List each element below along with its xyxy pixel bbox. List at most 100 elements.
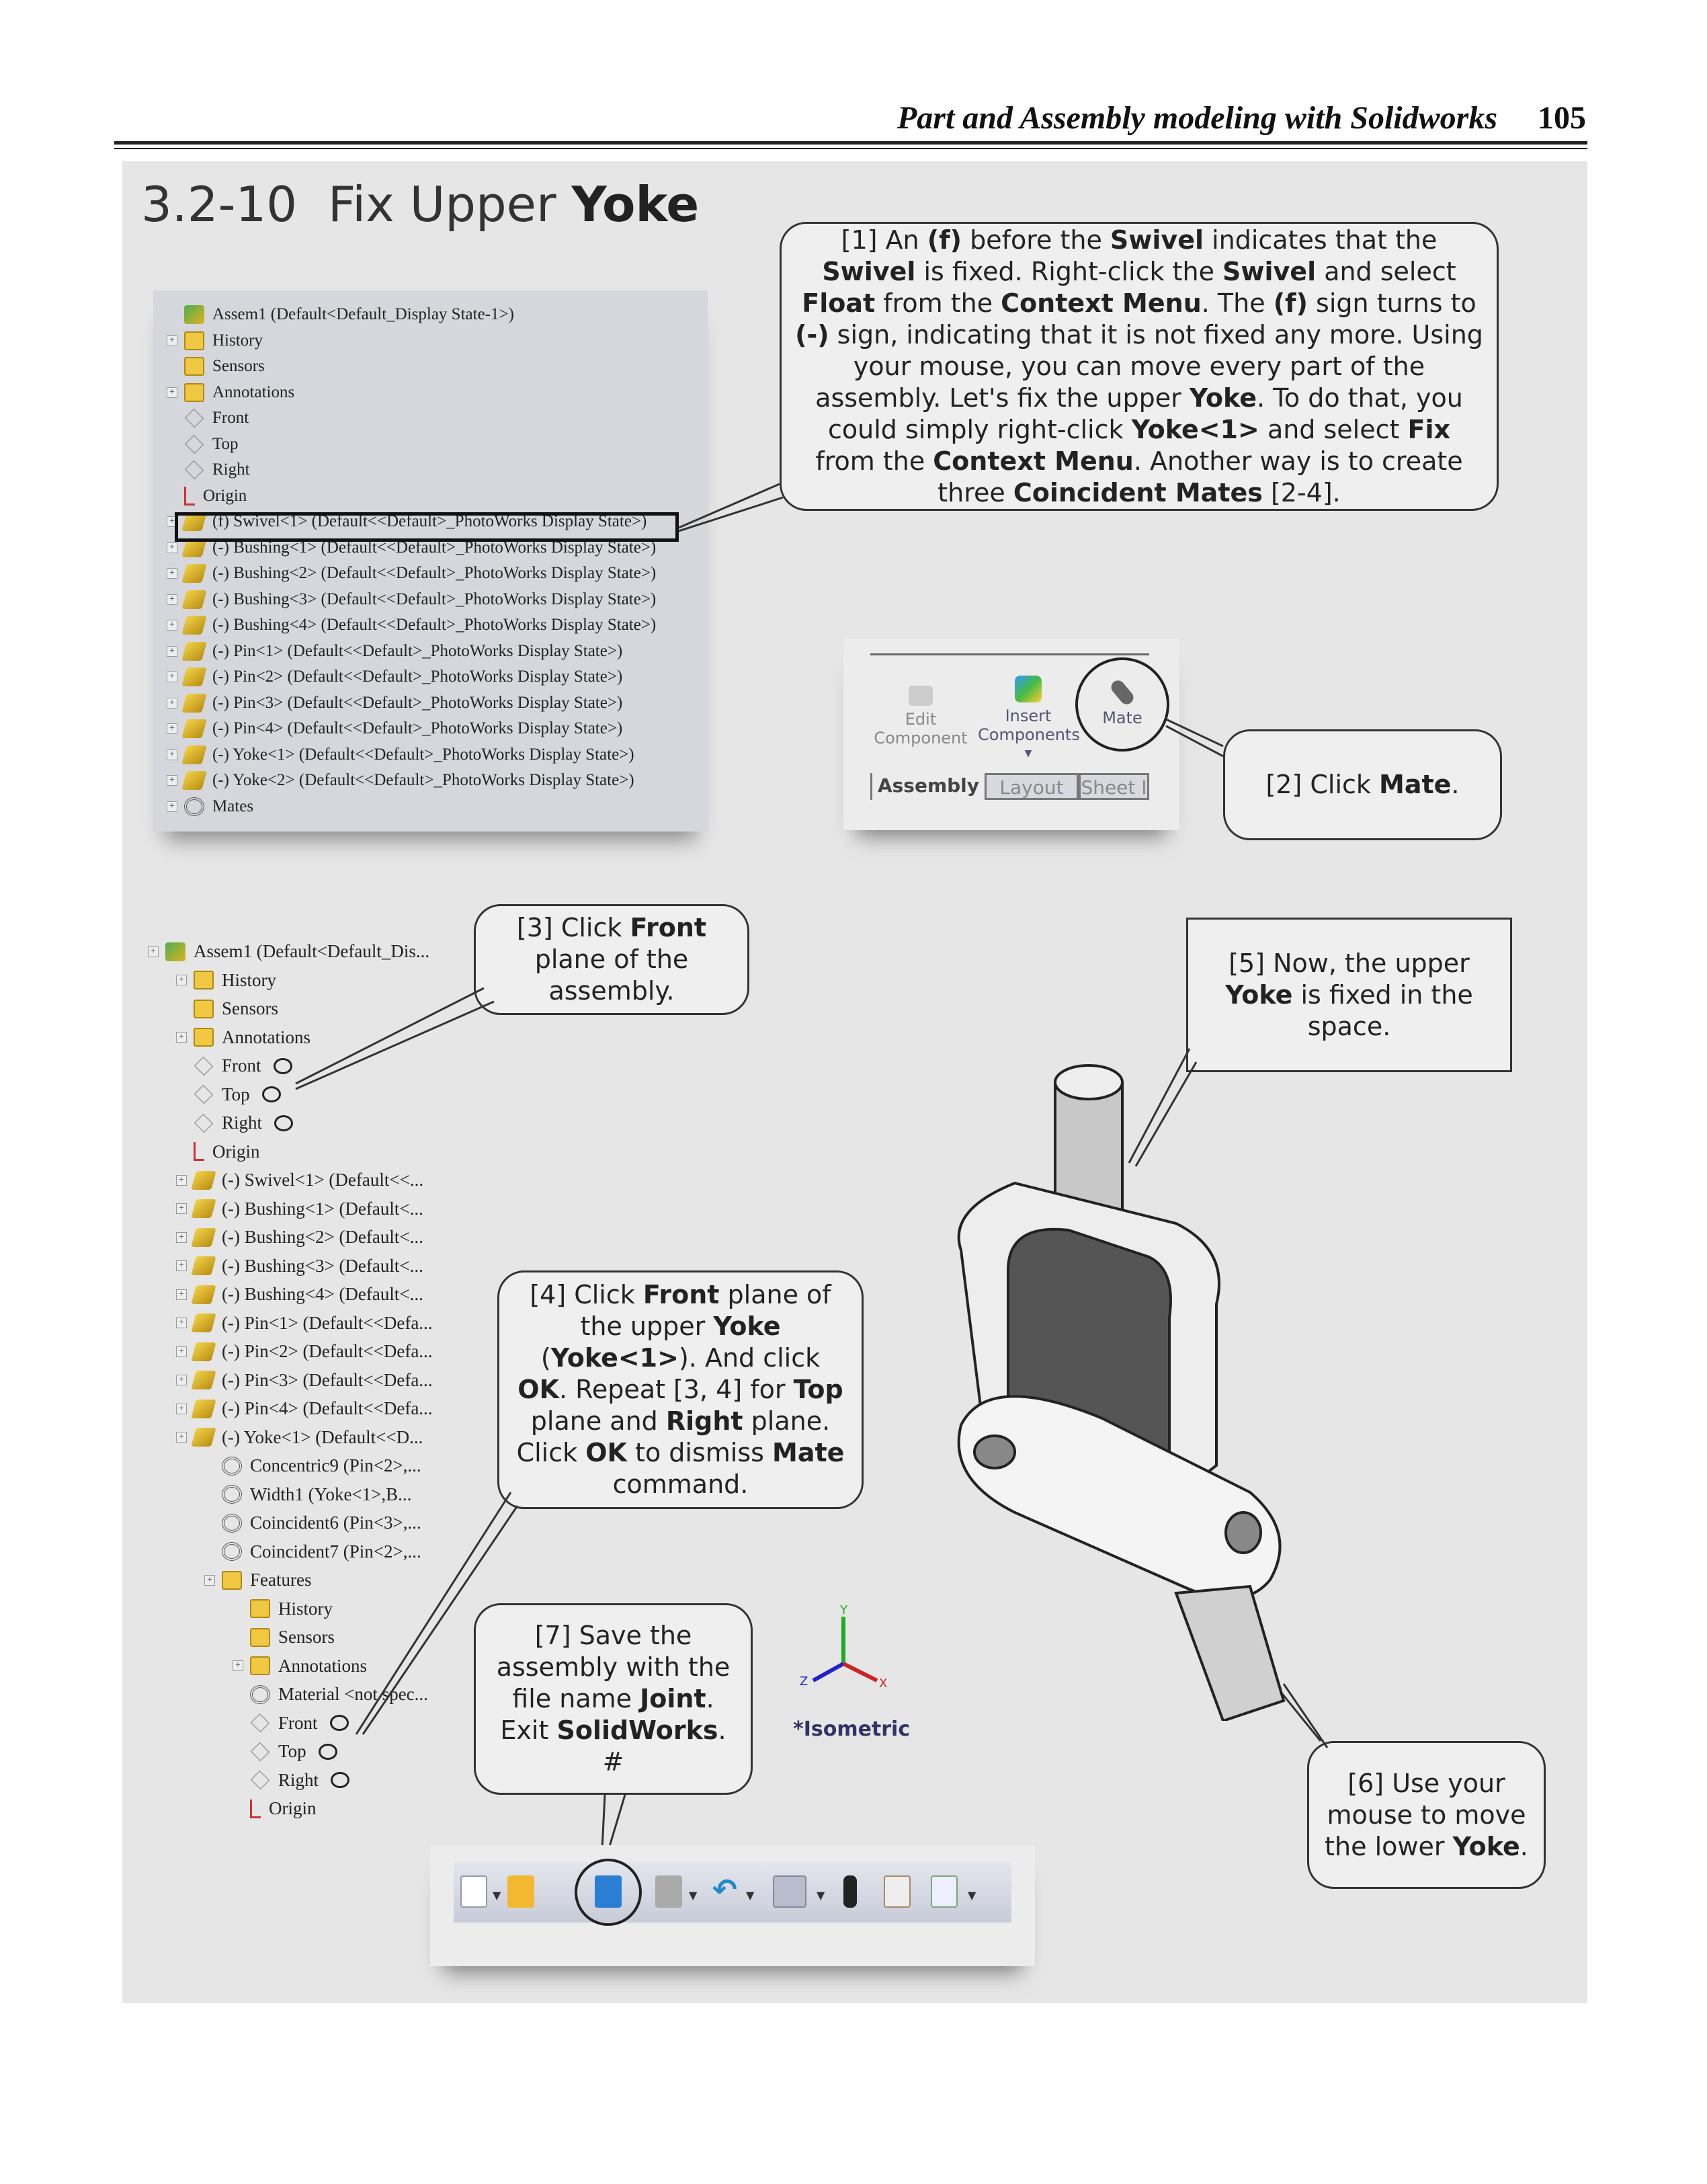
tree-item[interactable]: + Assem1 (Default<Default_Dis... [148, 941, 429, 962]
tree-item[interactable]: +(-) Yoke<1> (Default<<D... [176, 1427, 423, 1448]
tree-item[interactable]: +(-) Bushing<2> (Default<<Default>_Photo… [167, 564, 656, 583]
tree-item[interactable]: +(-) Pin<2> (Default<<Defa... [176, 1341, 433, 1362]
undo-icon[interactable]: ↶ [712, 1873, 737, 1907]
expand-toggle[interactable]: + [176, 1231, 187, 1243]
tree-item[interactable]: Origin [176, 1141, 260, 1162]
expand-toggle[interactable]: + [176, 1032, 187, 1043]
expand-toggle[interactable]: + [167, 542, 177, 553]
expand-toggle[interactable]: + [167, 594, 177, 605]
tree-item[interactable]: +(-) Bushing<4> (Default<... [176, 1284, 423, 1305]
tree-item[interactable]: Right [167, 460, 250, 480]
tree-item[interactable]: +(-) Pin<4> (Default<<Defa... [176, 1398, 433, 1419]
tree-item[interactable]: +(-) Pin<1> (Default<<Default>_PhotoWork… [167, 641, 622, 661]
tree-item[interactable]: +(-) Pin<3> (Default<<Default>_PhotoWork… [167, 693, 622, 713]
tree-item[interactable]: Coincident7 (Pin<2>,... [204, 1541, 421, 1562]
expand-toggle[interactable]: + [167, 387, 177, 398]
tree-item[interactable]: Concentric9 (Pin<2>,... [204, 1455, 421, 1476]
expand-toggle[interactable]: + [167, 723, 177, 734]
print-icon[interactable] [655, 1875, 682, 1908]
tree-item[interactable]: +(-) Pin<2> (Default<<Default>_PhotoWork… [167, 668, 622, 686]
tree-item[interactable]: +History [176, 970, 276, 991]
tree-item[interactable]: Top [167, 434, 239, 454]
tree-item[interactable]: Width1 (Yoke<1>,B... [204, 1484, 411, 1505]
tree-item[interactable]: +Annotations [233, 1656, 367, 1676]
expand-toggle[interactable]: + [167, 672, 177, 682]
expand-toggle[interactable]: + [167, 801, 177, 812]
tree-item[interactable]: Sensors [176, 998, 278, 1019]
tree-item[interactable]: Origin [233, 1798, 317, 1819]
tree-item[interactable]: +History [167, 331, 263, 350]
tree-item[interactable]: +(-) Bushing<2> (Default<... [176, 1227, 423, 1248]
file-properties-icon[interactable] [884, 1875, 911, 1908]
tree-item[interactable]: Sensors [233, 1627, 335, 1648]
expand-toggle[interactable]: + [176, 1346, 187, 1357]
tree-item[interactable]: Material <not spec... [233, 1684, 428, 1705]
mate-icon [222, 1485, 242, 1504]
expand-toggle[interactable]: + [233, 1660, 243, 1671]
tree-item[interactable]: +(-) Pin<3> (Default<<Defa... [176, 1370, 433, 1391]
new-document-icon[interactable] [460, 1875, 487, 1908]
tree-item[interactable]: Origin [167, 486, 247, 505]
tree-item-label: (-) Pin<1> (Default<<Defa... [222, 1312, 433, 1333]
expand-toggle[interactable]: + [176, 1318, 187, 1328]
tab-sheet[interactable]: Sheet I [1079, 773, 1149, 800]
insert-components-button[interactable]: Insert Components▼ [978, 676, 1080, 763]
tree-item[interactable]: Right [233, 1770, 350, 1791]
tree-item[interactable]: Top [176, 1084, 281, 1105]
tree-item[interactable]: +(-) Bushing<3> (Default<... [176, 1256, 423, 1277]
expand-toggle[interactable]: + [176, 1403, 187, 1414]
expand-toggle[interactable]: + [176, 1289, 187, 1300]
tree-item[interactable]: Right [176, 1113, 294, 1133]
select-pointer-icon[interactable] [773, 1875, 806, 1908]
tree-item[interactable]: + (-) Pin<1> (Default<<Defa... [176, 1313, 433, 1334]
tree-item[interactable]: +Mates [167, 797, 253, 816]
folder-icon [184, 382, 204, 402]
tree-item[interactable]: +(-) Bushing<1> (Default<... [176, 1199, 423, 1219]
callout-text: from the [875, 288, 1001, 318]
expand-toggle[interactable]: + [176, 1375, 187, 1385]
tree-item[interactable]: +(-) Swivel<1> (Default<<... [176, 1170, 423, 1190]
expand-toggle[interactable]: + [167, 645, 177, 657]
tree-item[interactable]: +(-) Yoke<1> (Default<<Default>_PhotoWor… [167, 745, 634, 764]
tree-item-label: Sensors [278, 1627, 335, 1647]
expand-toggle[interactable]: + [167, 697, 177, 709]
selection-circle [318, 1743, 337, 1760]
expand-toggle[interactable]: + [167, 620, 177, 631]
expand-toggle[interactable]: + [176, 975, 187, 985]
tree-item[interactable]: +(-) Yoke<2> (Default<<Default>_PhotoWor… [167, 771, 634, 790]
rebuild-traffic-light-icon[interactable] [843, 1875, 857, 1908]
mate-button[interactable]: Mate [1075, 657, 1169, 752]
options-icon[interactable] [931, 1875, 958, 1908]
expand-toggle[interactable]: + [167, 775, 177, 786]
tree-item[interactable]: Front [233, 1713, 349, 1734]
tab-layout[interactable]: Layout [985, 773, 1079, 800]
tree-item[interactable]: Front [176, 1055, 292, 1076]
tree-item[interactable]: History [233, 1599, 333, 1619]
tree-item[interactable]: Sensors [167, 357, 265, 376]
expand-toggle[interactable]: + [176, 1174, 187, 1186]
expand-toggle[interactable]: + [176, 1203, 187, 1214]
tree-item[interactable]: +(-) Bushing<3> (Default<<Default>_Photo… [167, 590, 656, 609]
tree-item[interactable]: +Annotations [167, 382, 294, 402]
tree-item[interactable]: +(-) Bushing<4> (Default<<Default>_Photo… [167, 616, 656, 635]
expand-toggle[interactable]: + [176, 1260, 187, 1271]
expand-toggle[interactable]: + [167, 335, 177, 346]
expand-toggle[interactable]: + [204, 1574, 215, 1586]
expand-toggle[interactable]: + [167, 749, 177, 760]
tree-item-label: Features [250, 1570, 312, 1590]
open-folder-icon[interactable] [507, 1875, 534, 1908]
tree-item[interactable]: + Features [204, 1570, 311, 1590]
expand-toggle[interactable]: + [148, 946, 159, 957]
expand-toggle[interactable]: + [167, 568, 177, 579]
tree-item-label: Assem1 (Default<Default_Dis... [194, 941, 430, 961]
tree-item[interactable]: Front [167, 408, 249, 428]
tree-item[interactable]: Coincident6 (Pin<3>,... [204, 1512, 421, 1533]
callout-step-7: [7] Save the assembly with the file name… [474, 1603, 753, 1795]
tree-item[interactable]: Top [233, 1741, 337, 1762]
tree-item[interactable]: +(-) Pin<4> (Default<<Default>_PhotoWork… [167, 719, 622, 738]
expand-toggle[interactable]: + [176, 1432, 187, 1443]
tab-assembly[interactable]: Assembly [870, 773, 985, 800]
tree-item[interactable]: +Annotations [176, 1027, 310, 1048]
tree-item[interactable]: Assem1 (Default<Default_Display State-1>… [167, 305, 514, 324]
edit-component-button[interactable]: Edit Component [870, 686, 971, 747]
